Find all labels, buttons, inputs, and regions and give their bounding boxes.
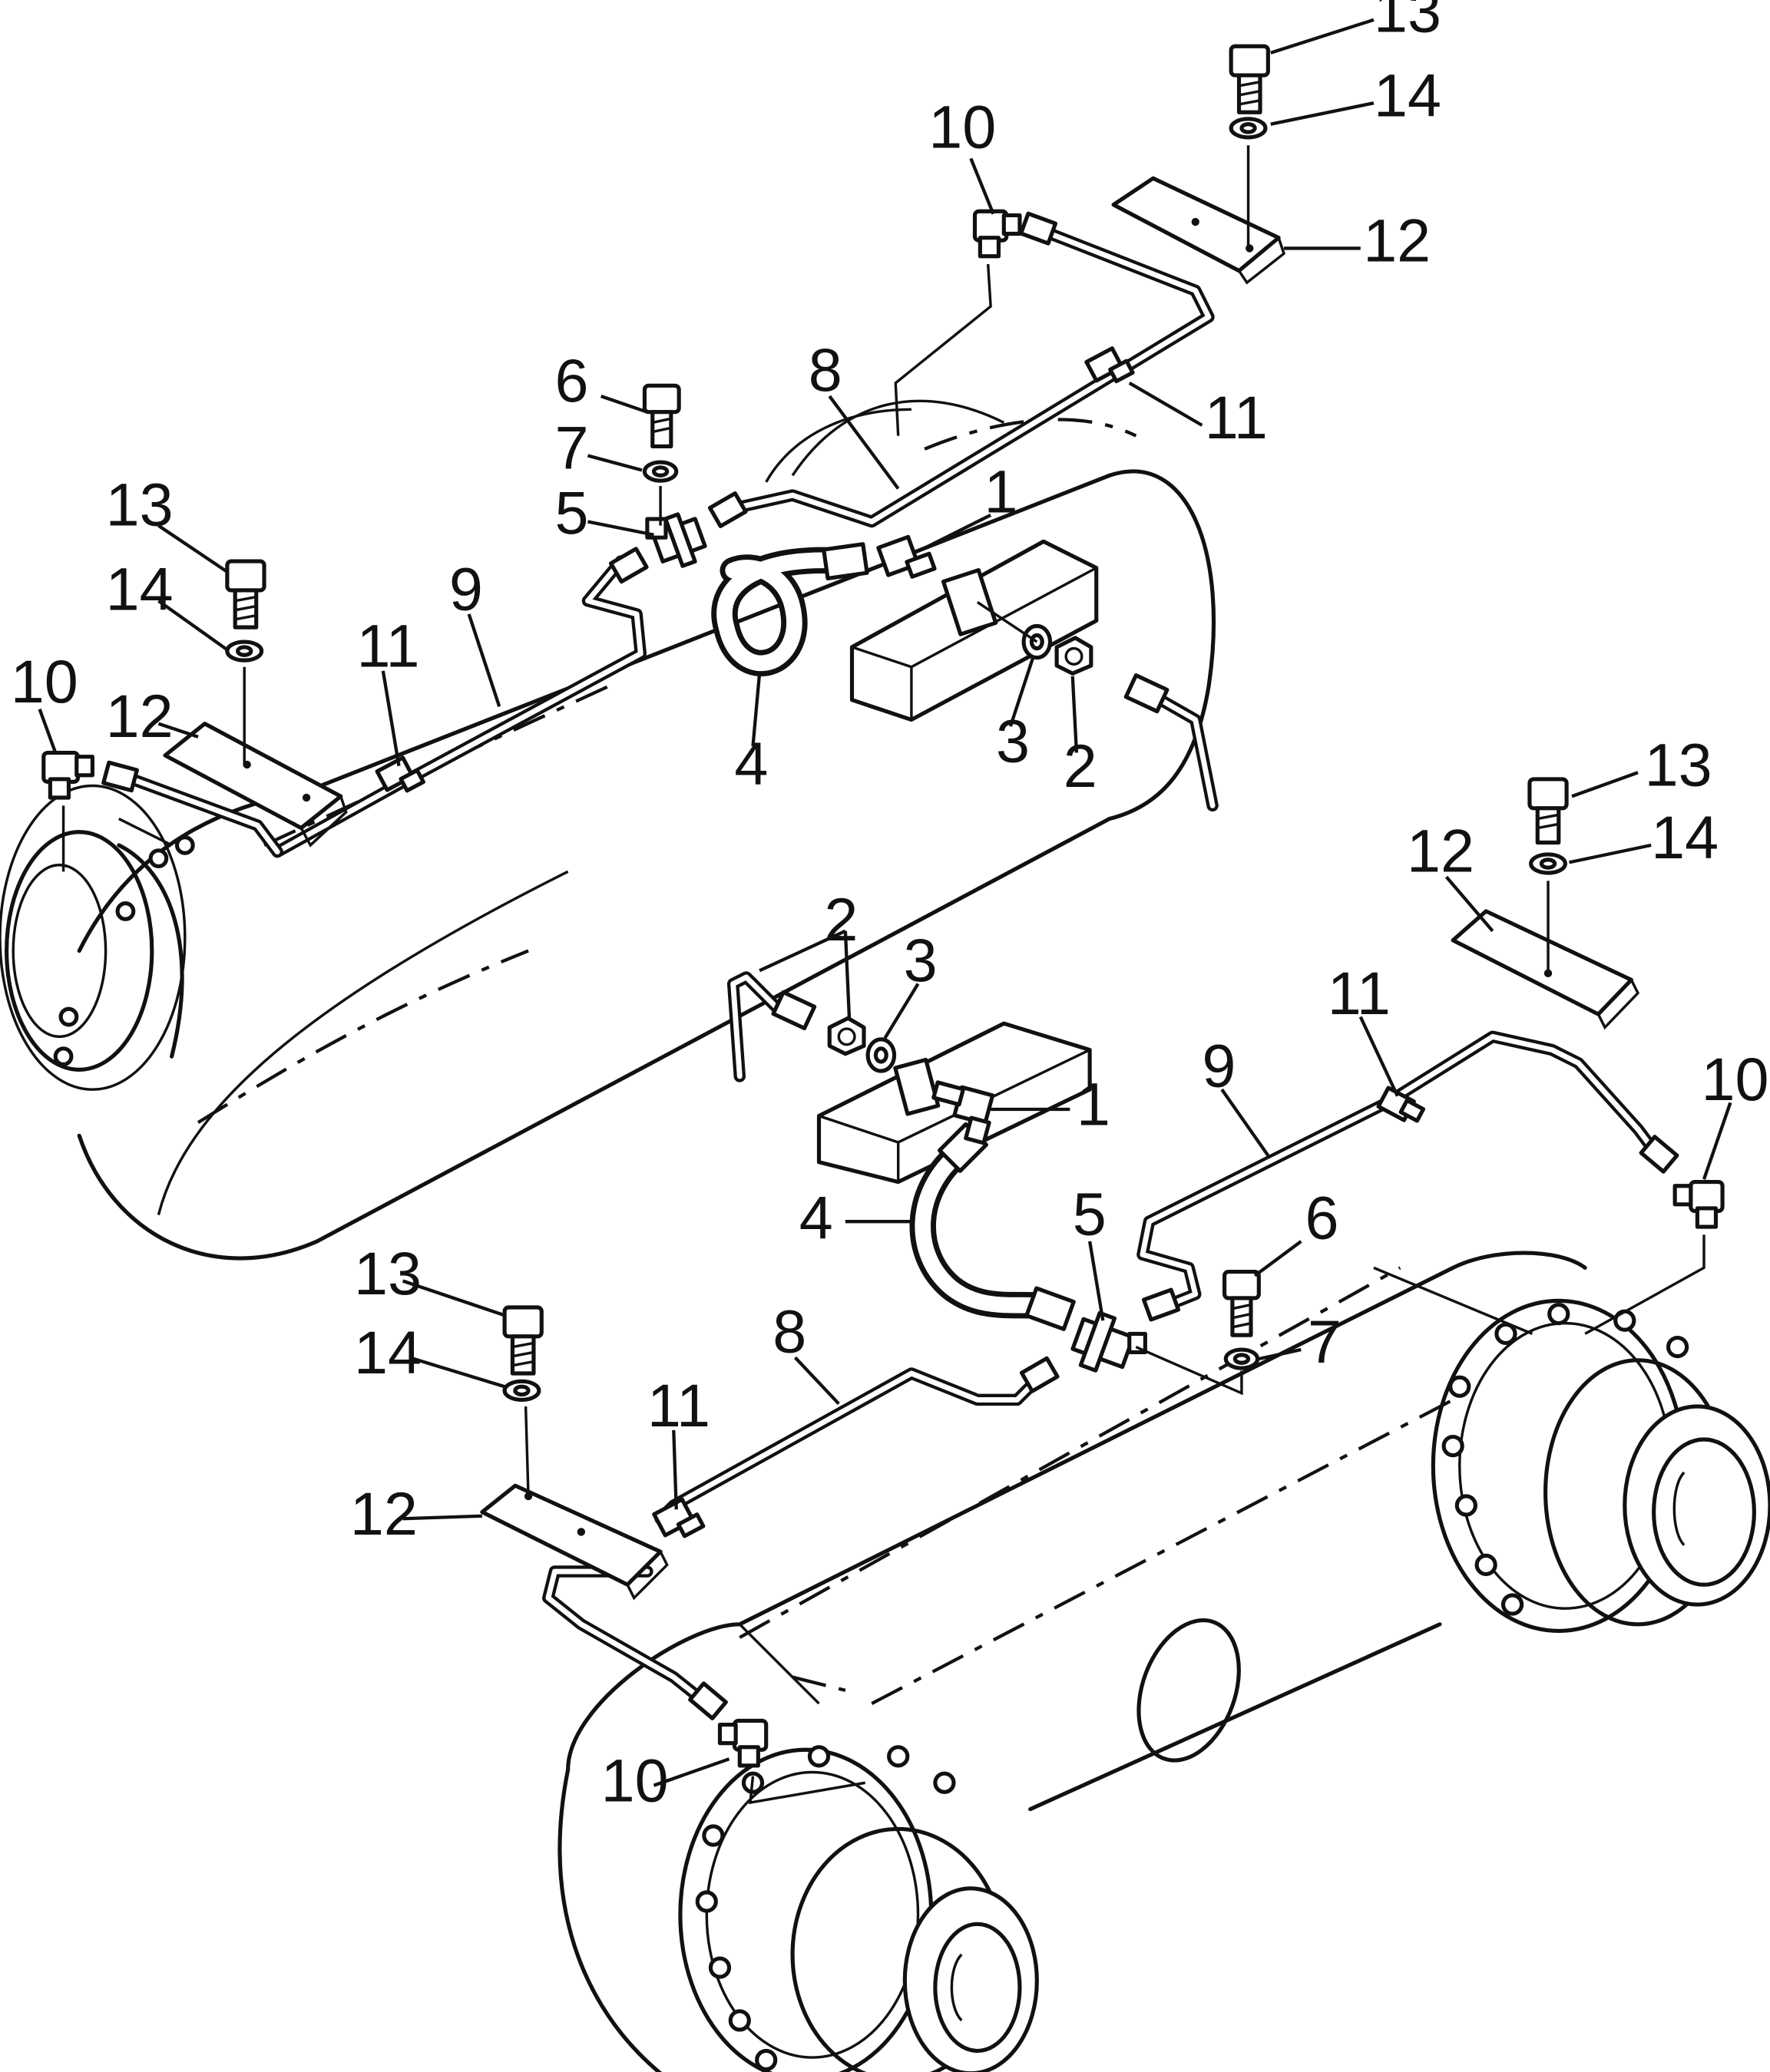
lower-bolt-6 (1222, 1269, 1261, 1337)
callout-10: 10 (11, 647, 78, 715)
lower-left-bolt-13 (502, 1305, 544, 1376)
callout-7: 7 (554, 414, 588, 482)
callout-9: 9 (449, 555, 483, 623)
callout-7: 7 (1308, 1307, 1342, 1376)
callout-14: 14 (1374, 61, 1441, 129)
upper-nut-2 (1054, 636, 1093, 676)
callout-4: 4 (799, 1184, 833, 1252)
upper-left-clip-11 (375, 755, 425, 793)
callout-11: 11 (647, 1371, 710, 1439)
lower-tube-nut (771, 990, 817, 1031)
lower-right-clip-11 (1376, 1086, 1426, 1123)
callout-11: 11 (1205, 383, 1268, 451)
lower-left-elbow-10 (717, 1718, 769, 1768)
callout-14: 14 (1651, 803, 1719, 871)
lower-left-clip-11 (652, 1497, 706, 1538)
callout-6: 6 (554, 346, 588, 415)
upper-left-bolt-13 (225, 559, 266, 630)
upper-tube-nut (1123, 673, 1170, 714)
callout-2: 2 (824, 885, 858, 953)
callout-5: 5 (554, 478, 588, 547)
callout-12: 12 (1363, 207, 1431, 275)
callout-3: 3 (996, 707, 1030, 775)
upper-left-elbow-10 (41, 750, 94, 800)
lower-right-elbow-10 (1672, 1179, 1725, 1229)
lower-elbow-fitting-1 (931, 1080, 995, 1145)
callout-8: 8 (809, 335, 842, 404)
callout-11: 11 (1328, 959, 1391, 1027)
callout-3: 3 (904, 926, 938, 994)
callout-2: 2 (1064, 732, 1097, 800)
upper-bolt-6 (642, 383, 681, 449)
callout-1: 1 (1077, 1070, 1110, 1138)
callout-12: 12 (350, 1479, 418, 1548)
upper-final-drive-hub (0, 784, 195, 1091)
upper-brake-tube-8 (707, 211, 1215, 528)
callout-1: 1 (984, 457, 1018, 525)
callout-14: 14 (354, 1318, 422, 1386)
callout-11: 11 (356, 612, 419, 680)
callout-6: 6 (1305, 1184, 1339, 1252)
lower-nut-2 (827, 1016, 866, 1056)
upper-mounting-block (849, 539, 1099, 722)
callout-5: 5 (1073, 1179, 1107, 1247)
upper-right-clip-11 (1084, 346, 1135, 384)
callout-13: 13 (106, 471, 174, 539)
lower-brake-hose-4 (909, 1122, 1076, 1331)
callout-13: 13 (354, 1239, 422, 1307)
callout-8: 8 (773, 1297, 806, 1365)
callout-13: 13 (1374, 0, 1441, 45)
lower-washer-3 (865, 1037, 897, 1073)
leader-lines (38, 18, 1732, 1787)
upper-brake-tube-9 (101, 547, 649, 858)
lower-left-final-drive-hub (678, 1745, 1039, 2072)
lower-brake-tube-8 (542, 1356, 1060, 1720)
callout-12: 12 (106, 682, 174, 750)
callout-4: 4 (734, 729, 768, 798)
lower-left-plate-12 (480, 1483, 669, 1601)
upper-tee-5 (645, 512, 707, 568)
upper-brake-hose-4 (711, 542, 869, 676)
lower-right-bolt-13 (1527, 777, 1569, 845)
upper-right-bolt-13 (1229, 44, 1270, 114)
callout-9: 9 (1202, 1032, 1236, 1100)
callout-13: 13 (1645, 731, 1712, 799)
lower-tee-5 (1070, 1310, 1147, 1373)
callout-12: 12 (1407, 816, 1474, 884)
callout-14: 14 (106, 555, 174, 623)
callout-labels: 13 14 12 11 10 8 6 7 5 1 2 3 4 9 11 13 1… (11, 0, 1769, 1814)
upper-right-elbow-10 (972, 209, 1022, 259)
upper-elbow-fitting-1 (876, 534, 937, 579)
callout-10: 10 (1702, 1045, 1769, 1113)
lower-right-final-drive-hub (1431, 1298, 1770, 1634)
lower-right-plate-12 (1451, 909, 1640, 1030)
callout-10: 10 (601, 1746, 669, 1814)
callout-10: 10 (928, 93, 996, 161)
lower-mounting-block (816, 1021, 1092, 1185)
lower-final-drive-housing (557, 1251, 1587, 2072)
